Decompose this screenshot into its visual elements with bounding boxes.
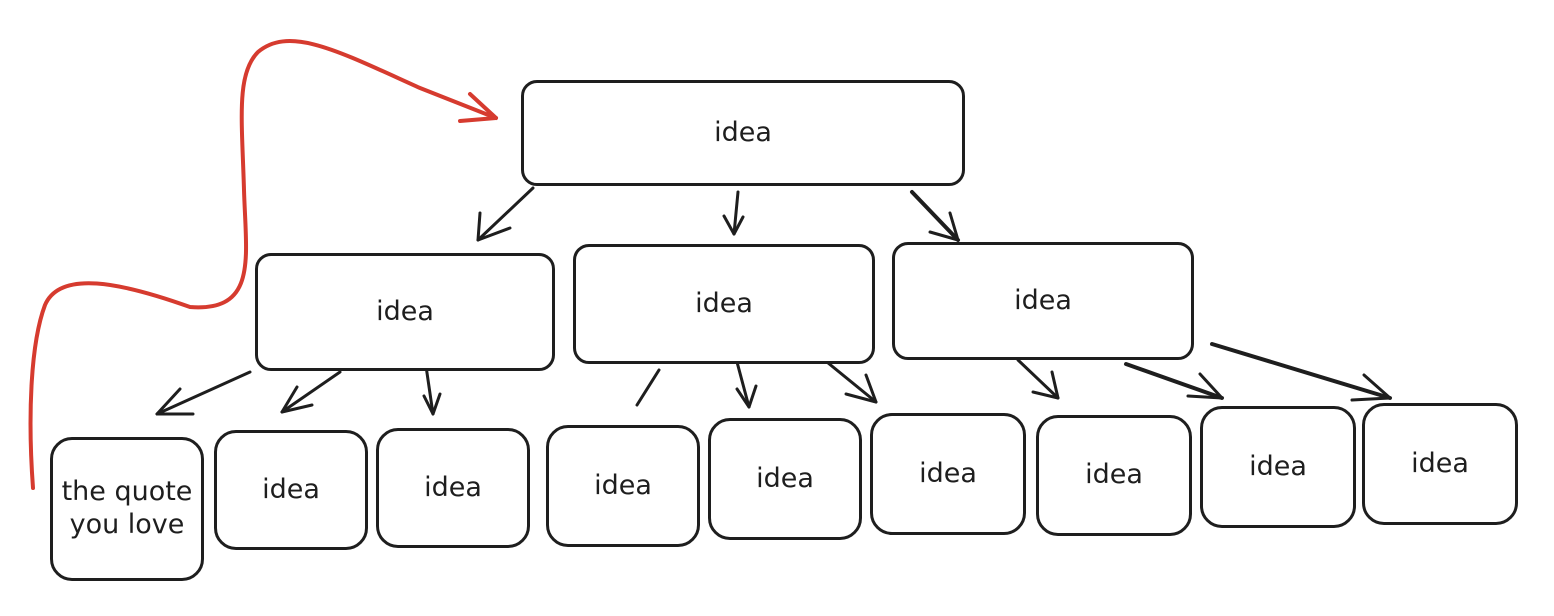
quote-box[interactable]: the quote you love	[50, 437, 204, 581]
leaf-idea-2[interactable]: idea	[214, 430, 368, 550]
leaf-idea-8[interactable]: idea	[1200, 406, 1356, 528]
arrow-left-to-leaf-3	[422, 364, 442, 416]
arrow-right-to-leaf-8	[1124, 362, 1224, 400]
leaf-idea-5[interactable]: idea	[708, 418, 862, 540]
leaf-idea-9[interactable]: idea	[1362, 403, 1518, 525]
leaf-idea-3[interactable]: idea	[376, 428, 530, 548]
arrow-left-to-quote	[155, 370, 252, 416]
arrow-root-to-right	[910, 190, 960, 242]
idea-box-right[interactable]: idea	[892, 242, 1194, 360]
arrow-root-to-left	[476, 186, 535, 242]
arrow-mid-to-leaf-5	[735, 360, 758, 409]
leaf-idea-7[interactable]: idea	[1036, 415, 1192, 536]
highlight-arrow-quote-to-root	[28, 39, 498, 490]
idea-box-middle[interactable]: idea	[573, 244, 875, 364]
arrow-root-to-mid	[722, 190, 745, 236]
arrow-mid-to-leaf-6	[820, 356, 878, 404]
leaf-idea-6[interactable]: idea	[870, 413, 1026, 535]
root-idea-box[interactable]: idea	[521, 80, 965, 186]
arrow-right-to-leaf-9	[1210, 342, 1392, 402]
arrow-right-to-leaf-7	[1016, 358, 1060, 400]
arrow-left-to-leaf-2	[280, 370, 342, 414]
leaf-idea-4[interactable]: idea	[546, 425, 700, 547]
arrow-mid-to-leaf-4	[635, 368, 661, 407]
idea-box-left[interactable]: idea	[255, 253, 555, 371]
